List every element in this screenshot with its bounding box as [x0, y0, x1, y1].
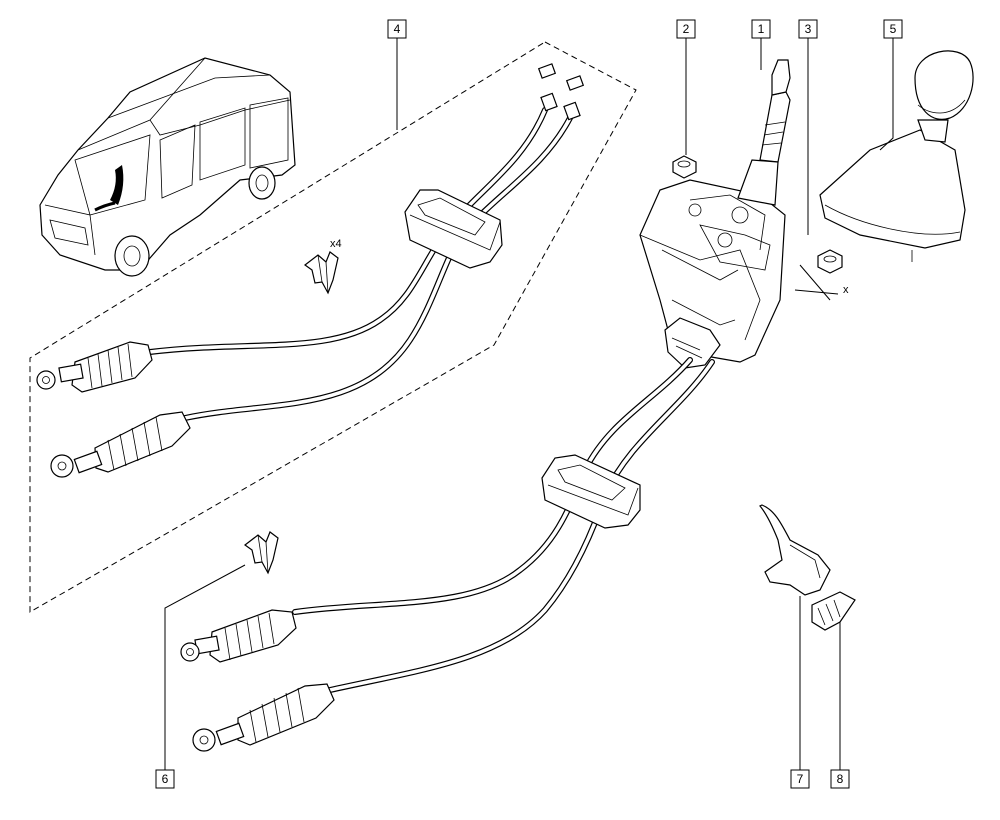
retaining-clip-lower: [243, 531, 279, 575]
quantity-annotation: x4: [330, 238, 342, 250]
van-illustration: [39, 57, 296, 277]
svg-text:1: 1: [758, 22, 765, 36]
svg-text:7: 7: [797, 772, 804, 786]
retaining-clip-upper: x4: [303, 238, 342, 295]
gear-cable-assembly-lower: [180, 357, 715, 752]
svg-text:5: 5: [890, 22, 897, 36]
axis-annotation: x: [843, 284, 849, 296]
nut-and-axis: x: [794, 249, 849, 301]
clip-part: [811, 591, 856, 631]
callout-5: 5: [883, 19, 903, 39]
svg-text:4: 4: [394, 22, 401, 36]
svg-text:2: 2: [683, 22, 690, 36]
gear-shift-mechanism: [639, 59, 791, 369]
callout-1: 1: [751, 19, 771, 39]
svg-text:8: 8: [837, 772, 844, 786]
callout-3: 3: [798, 19, 818, 39]
svg-text:3: 3: [805, 22, 812, 36]
kit-boundary-dashed: [29, 41, 637, 613]
gear-knob-boot: [819, 50, 974, 262]
svg-text:6: 6: [162, 772, 169, 786]
callout-leaders: [164, 38, 894, 770]
callout-4: 4: [387, 19, 407, 39]
callout-2: 2: [676, 19, 696, 39]
bracket-part: [759, 504, 831, 596]
callout-6: 6: [155, 769, 175, 789]
callout-7: 7: [790, 769, 810, 789]
callout-8: 8: [830, 769, 850, 789]
gear-cable-assembly-upper: [36, 63, 585, 478]
